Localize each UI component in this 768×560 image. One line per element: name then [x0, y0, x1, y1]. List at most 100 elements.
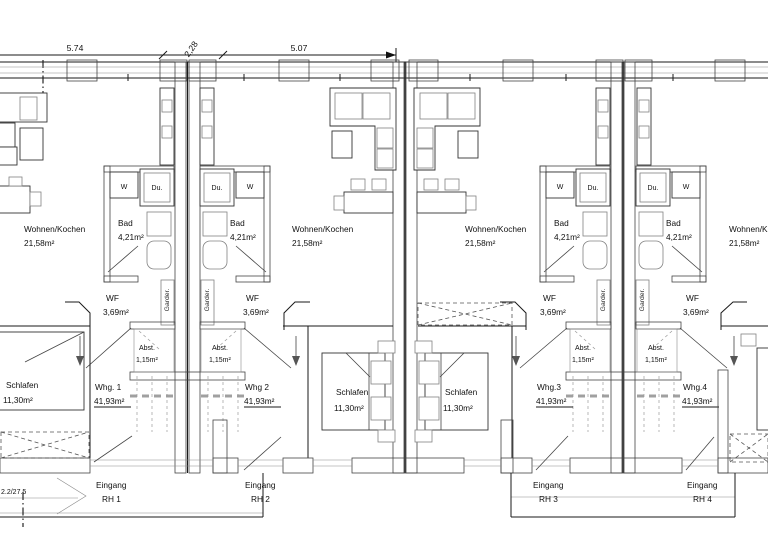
- unit-labels: Whg. 1 41,93m² Whg 2 41,93m² Whg.3 41,93…: [94, 382, 719, 408]
- bed-fold: [24, 331, 85, 363]
- entrance-word: Eingang: [96, 480, 127, 490]
- door-swing: [85, 327, 132, 369]
- sofa-cushion: [376, 148, 394, 169]
- door-swing: [519, 327, 568, 369]
- chair: [465, 195, 477, 211]
- sofa-cushion: [416, 127, 434, 149]
- wardrobe-closet: [200, 279, 215, 326]
- shower-label: Du.: [648, 185, 659, 192]
- bedroom-rh4: [717, 301, 768, 474]
- dimension-label-right: 5.07: [291, 43, 308, 53]
- nightstand: [377, 340, 396, 354]
- hall-rh3: WF 3,69m² Garder.: [519, 279, 611, 369]
- hall-name: WF: [106, 293, 119, 303]
- entrance-house: RH 4: [693, 494, 712, 504]
- entrance-house: RH 1: [102, 494, 121, 504]
- shower-tray: [579, 172, 607, 203]
- storage-name: Abst.: [575, 345, 591, 352]
- chair: [350, 178, 366, 191]
- dining-table: [343, 191, 394, 214]
- entry-direction-arrow: [512, 336, 520, 366]
- bath-name: Bad: [554, 218, 569, 228]
- bath-area: 4,21m²: [666, 232, 692, 242]
- living-name: Wohnen/Kochen: [292, 224, 354, 234]
- unit-label: Whg. 1: [95, 382, 122, 392]
- dimension-label-left: 5.74: [67, 43, 84, 53]
- sink: [146, 211, 172, 237]
- chair: [371, 178, 387, 191]
- unit-label: Whg.4: [683, 382, 707, 392]
- nightstand: [377, 429, 396, 443]
- wardrobe-label: Garder.: [600, 289, 607, 312]
- armchair: [457, 130, 479, 159]
- sofa-section: [0, 122, 16, 148]
- entry-direction-arrow: [76, 336, 84, 366]
- dimension-arrow-icon: [386, 51, 396, 59]
- sofa-cushion: [362, 92, 391, 120]
- entry-direction-arrow: [730, 336, 738, 366]
- terrace-void: [729, 433, 768, 463]
- pillow: [370, 360, 392, 385]
- dining-table: [0, 185, 31, 214]
- living-name: Wohnen/Kochen: [24, 224, 86, 234]
- level-chevron-icon: [56, 477, 87, 515]
- chair: [423, 178, 439, 191]
- vestibule-wall: [500, 419, 514, 474]
- hall-area: 3,69m²: [683, 307, 709, 317]
- nightstand: [414, 340, 433, 354]
- pillow: [418, 396, 440, 421]
- entry-direction-arrow: [292, 336, 300, 366]
- site-marker: 2.2/27.5: [0, 477, 87, 527]
- patio-parapet: [500, 301, 527, 330]
- pillow: [418, 360, 440, 385]
- bath-walls: [199, 165, 271, 283]
- hall-area: 3,69m²: [243, 307, 269, 317]
- living-rh3: Wohnen/Kochen 21,58m²: [413, 87, 611, 248]
- kitchen-sink: [161, 99, 173, 113]
- site-marker-label: 2.2/27.5: [1, 489, 26, 496]
- patio-parapet: [720, 301, 747, 330]
- bedroom-name: Schlafen: [445, 387, 478, 397]
- wall-piers: [66, 59, 746, 82]
- washing-machine: [671, 171, 701, 199]
- living-rh2: Wohnen/Kochen 21,58m²: [199, 87, 397, 248]
- living-area: 21,58m²: [292, 238, 323, 248]
- storage-area: 1,15m²: [572, 357, 594, 364]
- sofa-cushion: [419, 92, 448, 120]
- unit-label: Whg 2: [245, 382, 269, 392]
- bathroom-rh3: W Du. Bad 4,21m²: [539, 165, 611, 283]
- entrance-word: Eingang: [533, 480, 564, 490]
- storage-name: Abst.: [139, 345, 155, 352]
- bath-name: Bad: [118, 218, 133, 228]
- toilet: [638, 240, 664, 270]
- living-rh4: Wohnen/Kochen 21,58m²: [636, 87, 768, 248]
- wardrobe-label: Garder.: [639, 289, 646, 312]
- dining-table: [416, 191, 467, 214]
- wardrobe-label: Garder.: [204, 289, 211, 312]
- bath-walls: [635, 165, 707, 283]
- entrance-word: Eingang: [687, 480, 718, 490]
- sofa-cushion: [376, 127, 394, 149]
- bedroom-area: 11,30m²: [443, 403, 473, 413]
- chair: [333, 195, 345, 211]
- storage-block-right: Abst. 1,15m² Abst. 1,15m²: [565, 321, 682, 432]
- sofa-cushion: [416, 148, 434, 169]
- chair: [444, 178, 460, 191]
- unit-area: 41,93m²: [94, 396, 125, 406]
- hall-area: 3,69m²: [540, 307, 566, 317]
- dimension-chain: 5.74 2,28 5.07: [0, 39, 397, 98]
- porch-right: [510, 473, 736, 518]
- shower-tray: [203, 172, 231, 203]
- chair: [8, 176, 23, 187]
- bed-fold: [345, 352, 371, 378]
- hall-rh1: WF 3,69m² Garder.: [85, 279, 175, 369]
- entrance-labels: Eingang RH 1 Eingang RH 2 Eingang RH 3 E…: [96, 480, 718, 504]
- bathroom-rh1: W Du. Bad 4,21m²: [103, 165, 175, 283]
- living-name: Wohnen/Kochen: [729, 224, 768, 234]
- toilet: [582, 240, 608, 270]
- hall-rh2: WF 3,69m² Garder.: [200, 279, 292, 369]
- shower-tray: [143, 172, 171, 203]
- shower-label: Du.: [588, 185, 599, 192]
- wardrobe-closet: [160, 279, 175, 326]
- storage-name: Abst.: [648, 345, 664, 352]
